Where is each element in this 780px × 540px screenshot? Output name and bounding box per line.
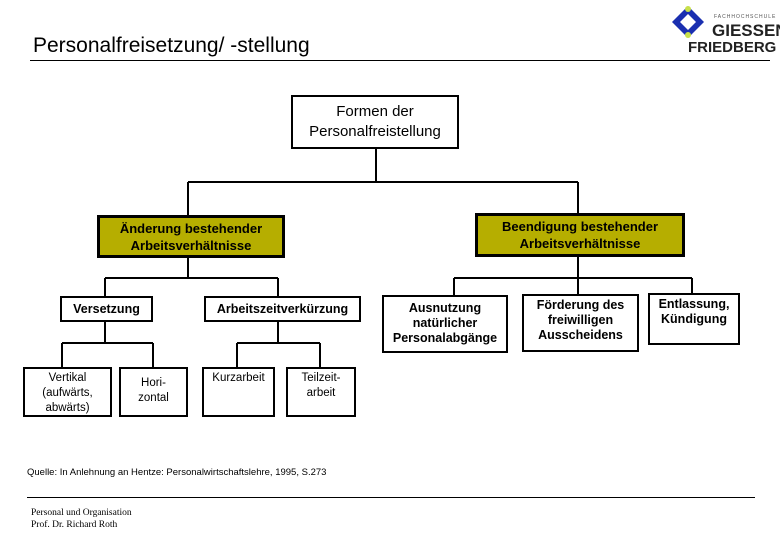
root-node: Formen der Personalfreistellung [291,95,459,149]
node-versetzung: Versetzung [60,296,153,322]
node-foerderung: Förderung des freiwilligen Ausscheidens [522,294,639,352]
footer-course: Personal und Organisation [31,508,132,518]
node-ausnutzung: Ausnutzung natürlicher Personalabgänge [382,295,508,353]
node-entlassung: Entlassung, Kündigung [648,293,740,345]
node-horizontal: Hori- zontal [119,367,188,417]
logo-diamond-icon [672,6,704,38]
node-arbeitszeitverkuerzung: Arbeitszeitverkürzung [204,296,361,322]
title-underline [30,60,770,61]
node-beendigung: Beendigung bestehender Arbeitsverhältnis… [475,213,685,257]
logo-friedberg: FRIEDBERG [688,39,777,56]
university-logo: FACHHOCHSCHULE GIESSEN FRIEDBERG [668,4,780,56]
logo-giessen: GIESSEN [712,21,780,40]
source-note: Quelle: In Anlehnung an Hentze: Personal… [27,467,327,478]
node-aenderung: Änderung bestehender Arbeitsverhältnisse [97,215,285,258]
slide-title: Personalfreisetzung/ -stellung [33,34,310,57]
node-vertikal: Vertikal (aufwärts, abwärts) [23,367,112,417]
node-kurzarbeit: Kurzarbeit [202,367,275,417]
footer-author: Prof. Dr. Richard Roth [31,520,118,530]
logo-small-text: FACHHOCHSCHULE [714,14,777,20]
footer-divider [27,497,755,498]
node-teilzeitarbeit: Teilzeit- arbeit [286,367,356,417]
